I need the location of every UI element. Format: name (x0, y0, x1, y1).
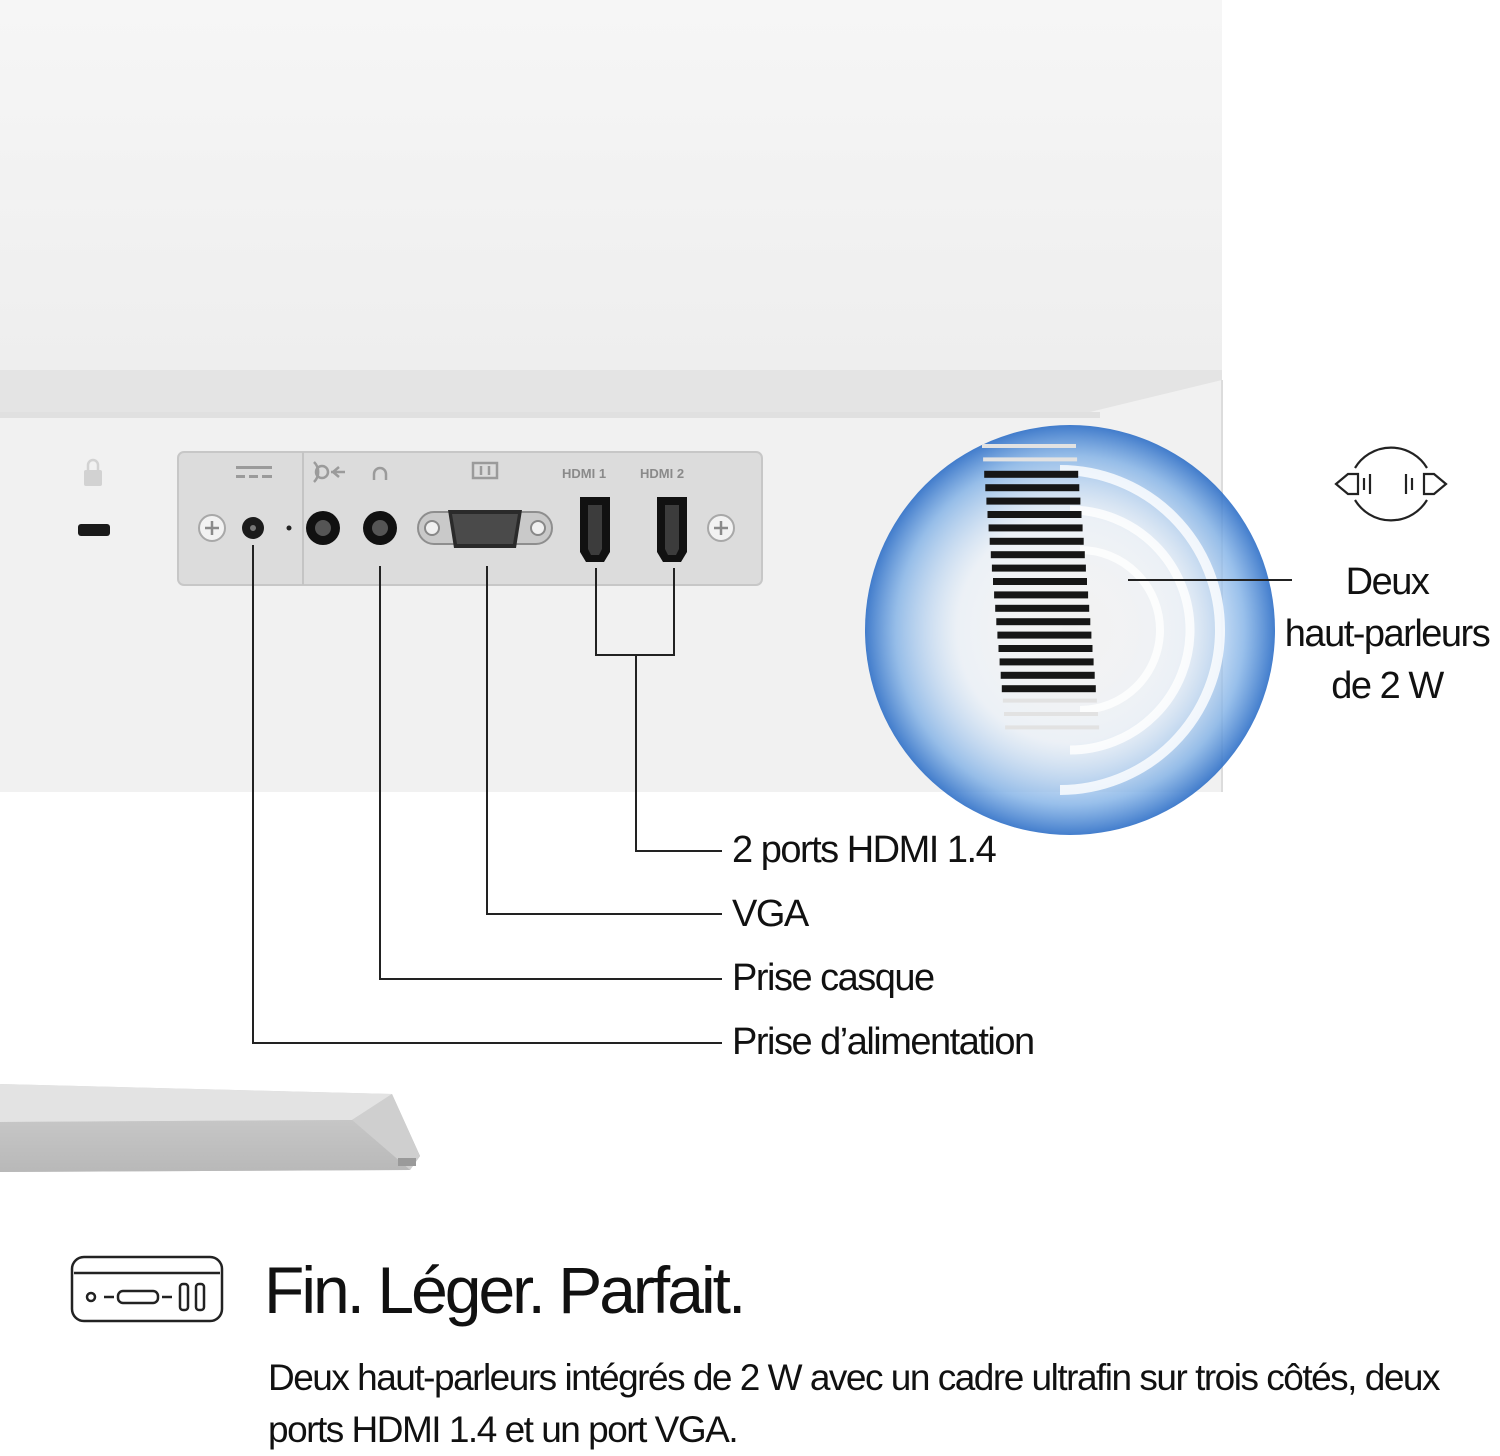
hdmi2-label: HDMI 2 (640, 466, 684, 481)
headphone-jack-label: Prise casque (732, 957, 935, 999)
speakers-label-line1: Deux (1345, 561, 1430, 603)
grille-slot (998, 645, 1093, 652)
headphone-leader-line (379, 566, 722, 980)
grille-slot (987, 511, 1082, 518)
screw-right (707, 514, 735, 542)
speaker-sound-waves-icon (1334, 446, 1448, 522)
hdmi-ports-label: 2 ports HDMI 1.4 (732, 829, 997, 871)
grille-slot (993, 578, 1087, 585)
screw-left (198, 514, 226, 542)
speaker-grille (982, 444, 1100, 730)
vga-icon (471, 461, 499, 480)
hdmi1-label: HDMI 1 (562, 466, 606, 481)
thin-monitor-profile-icon (70, 1255, 224, 1323)
grille-slot (986, 497, 1081, 505)
vga-label: VGA (732, 893, 809, 935)
grille-slot (984, 470, 1079, 478)
headphone-icon (372, 466, 388, 480)
grille-slot (982, 444, 1076, 448)
power-leader-line (252, 545, 722, 1044)
feature-headline: Fin. Léger. Parfait. (264, 1253, 746, 1327)
hdmi-leader-line (635, 655, 722, 852)
grille-slot (1000, 671, 1095, 679)
vga-leader-line (486, 566, 722, 915)
callout-lines (252, 545, 1292, 1044)
grille-slot (990, 551, 1085, 559)
power-jack (242, 517, 292, 539)
dc-power-icon (236, 466, 272, 478)
audio-in-icon (313, 461, 345, 483)
security-lock-slot (78, 524, 110, 536)
grille-slot (991, 564, 1086, 572)
vga-port (417, 510, 553, 548)
monitor-back-panel (0, 0, 1222, 370)
monitor-ledge (0, 370, 1222, 412)
monitor-stand-base (0, 1084, 420, 1172)
speakers-label: Deux haut-parleurs de 2 W (1262, 556, 1500, 712)
grille-slot (985, 484, 1080, 492)
grille-slot (988, 524, 1083, 532)
grille-slot (997, 631, 1092, 639)
hdmi2-port (657, 497, 687, 562)
speakers-label-line2: haut-parleurs (1284, 613, 1491, 655)
feature-description: Deux haut-parleurs intégrés de 2 W avec … (268, 1357, 1440, 1450)
grille-slot (1004, 712, 1098, 716)
speakers-label-line3: de 2 W (1331, 665, 1444, 707)
lock-icon (84, 458, 102, 486)
grille-slot (989, 537, 1084, 545)
hdmi1-port (580, 497, 610, 562)
speaker-sound-glow (865, 425, 1275, 835)
grille-slot (996, 618, 1091, 626)
grille-slot (994, 591, 1089, 599)
grille-slot (1002, 698, 1097, 703)
grille-slot (995, 604, 1090, 612)
port-panel: HDMI 1 HDMI 2 (177, 451, 763, 586)
grille-slot (983, 457, 1078, 462)
grille-slot (999, 658, 1094, 666)
grille-slot (1005, 725, 1100, 730)
power-jack-label: Prise d’alimentation (732, 1021, 1035, 1063)
grille-slot (1001, 685, 1096, 693)
